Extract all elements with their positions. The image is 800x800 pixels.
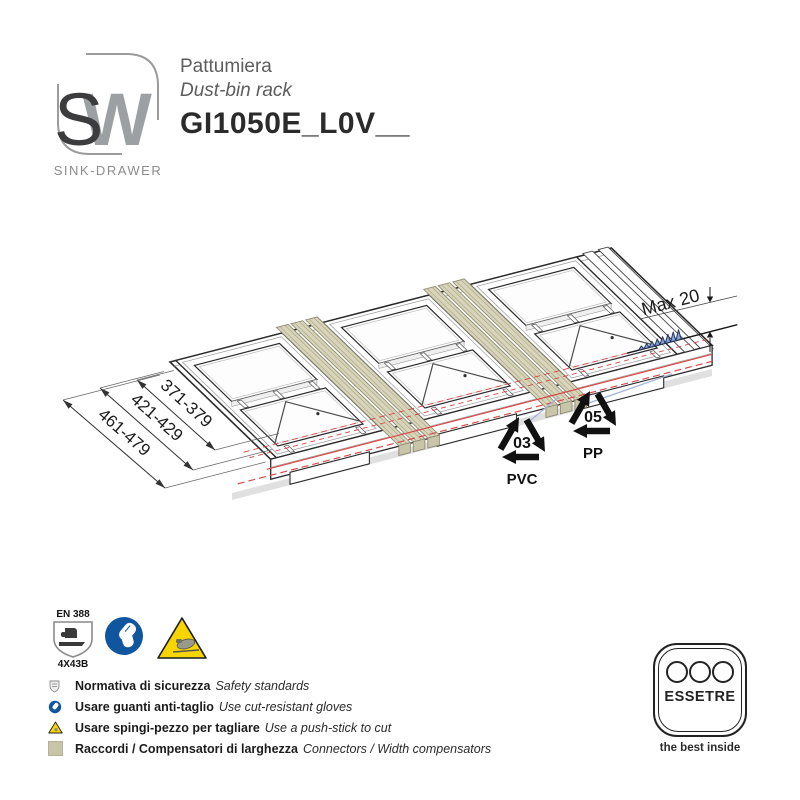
recycling-symbol-pp: 05 PP <box>568 391 616 462</box>
bin-opening-front <box>239 387 365 447</box>
legend-row-safety-standards: Normativa di sicurezza Safety standards <box>48 675 491 696</box>
safety-pictograms: EN 388 4X43B <box>44 606 207 668</box>
lower-bin-front <box>289 451 370 486</box>
brand-name: SINK-DRAWER <box>53 163 163 178</box>
product-name-english: Dust-bin rack <box>180 80 292 101</box>
resin-name: PP <box>583 445 603 462</box>
en388-standard-label: EN 388 <box>56 609 90 620</box>
legend-text-en: Use a push-stick to cut <box>264 720 392 735</box>
corner-brace <box>421 362 508 406</box>
bin-opening-front <box>386 349 512 409</box>
product-name-italian: Pattumiera <box>180 56 272 77</box>
resin-code: 05 <box>584 409 602 426</box>
legend-row-gloves: Usare guanti anti-taglio Use cut-resista… <box>48 696 491 717</box>
chasing-arrows-icon <box>568 391 616 438</box>
shield-outline <box>53 621 93 658</box>
cut-hazard-pictogram <box>172 638 200 653</box>
logo-letter-w: W <box>82 78 152 161</box>
legend-row-push-stick: Usare spingi-pezzo per tagliare Use a pu… <box>48 717 491 738</box>
iso-assembly <box>168 246 714 500</box>
end-strip <box>597 246 714 352</box>
resin-code: 03 <box>513 435 531 452</box>
logo-letter-s: S <box>54 78 104 161</box>
legend-text-en: Connectors / Width compensators <box>302 741 492 756</box>
legend-row-connectors: Raccordi / Compensatori di larghezza Con… <box>48 738 491 759</box>
bin-module <box>468 256 679 383</box>
panel-wedge <box>638 329 682 351</box>
essetre-brand-name: ESSETRE <box>664 689 736 705</box>
legend-text-en: Safety standards <box>215 678 310 693</box>
legend-text-it: Usare guanti anti-taglio <box>75 699 214 714</box>
legend-text-en: Use cut-resistant gloves <box>218 699 353 714</box>
cut-line <box>266 353 713 470</box>
legend-text-it: Normativa di sicurezza <box>75 678 211 693</box>
recycling-symbol-pvc: 03 PVC <box>497 417 545 488</box>
product-code: GI1050E_L0V__ <box>180 107 410 140</box>
pvc-leader-line <box>525 396 560 425</box>
connector-swatch <box>48 741 75 756</box>
essetre-logo: ESSETRE the best inside <box>653 643 749 758</box>
safety-standards-icon <box>48 679 75 693</box>
wear-gloves-icon <box>48 700 75 714</box>
glove-blade-pictogram <box>59 628 85 646</box>
mandatory-wear-gloves-icon <box>105 617 143 655</box>
resin-name: PVC <box>507 471 538 488</box>
bin-opening-front <box>533 311 659 371</box>
product-title-block: Pattumiera Dust-bin rack GI1050E_L0V__ <box>180 55 410 141</box>
bin-module <box>174 332 385 459</box>
cut-hazard-icon <box>48 721 75 734</box>
brand-logo: W S SINK-DRAWER <box>50 45 175 185</box>
essetre-tagline: the best inside <box>659 742 741 754</box>
en388-glove-shield-icon: EN 388 4X43B <box>53 609 93 668</box>
legend-text-it: Raccordi / Compensatori di larghezza <box>75 741 298 756</box>
essetre-circles-icon <box>653 661 747 683</box>
en388-rating-label: 4X43B <box>58 659 89 668</box>
logo-rounded-frame <box>57 53 159 155</box>
legend-text-it: Usare spingi-pezzo per tagliare <box>75 720 260 735</box>
width-compensator-strips <box>275 316 441 457</box>
corner-brace <box>568 324 655 368</box>
corner-brace <box>274 400 361 444</box>
chasing-arrows-icon <box>497 417 545 464</box>
essetre-frame <box>653 643 747 737</box>
warning-cut-hazard-icon <box>157 617 207 659</box>
legend: Normativa di sicurezza Safety standards … <box>48 675 491 759</box>
